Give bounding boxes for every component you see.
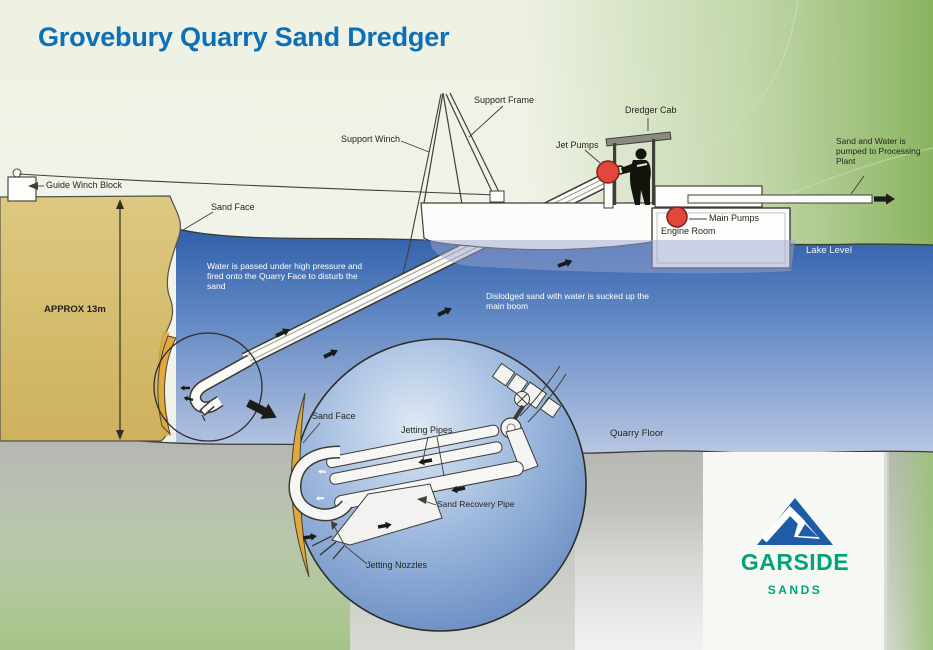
label-sand-face: Sand Face <box>211 202 255 212</box>
operator-figure <box>621 148 651 205</box>
cab-roof <box>605 131 672 147</box>
submerged-hull-tint <box>430 240 795 274</box>
label-approx-depth: APPROX 13m <box>44 304 106 315</box>
nozzle-manifold <box>331 483 443 546</box>
mast-leg <box>423 92 444 204</box>
contour-line <box>699 0 799 151</box>
boom-support-cables <box>519 365 567 423</box>
discharge-pipe <box>687 194 873 204</box>
depth-arrow-bottom <box>116 430 124 440</box>
guide-winch-block <box>7 176 37 202</box>
cab-post <box>652 139 656 205</box>
boom-head-detail <box>153 332 263 442</box>
logo-sands-text: SANDS <box>767 583 823 597</box>
mast-leg <box>442 92 463 205</box>
note-sand-suction: Dislodged sand with water is sucked up t… <box>486 291 650 312</box>
inset-label-sand-recovery-pipe: Sand Recovery Pipe <box>437 499 515 509</box>
label-jet-pumps: Jet Pumps <box>556 140 599 150</box>
jetting-pipe-1 <box>326 424 500 469</box>
floor-right-green <box>885 428 933 650</box>
jet-nozzle-lines <box>311 535 345 560</box>
small-circle-sand-crescent <box>157 335 177 436</box>
label-main-pumps: Main Pumps <box>709 213 760 223</box>
jet-spray-line <box>201 414 206 422</box>
note-water-jetting: Water is passed under high pressure and … <box>207 261 363 292</box>
leader-arrowhead <box>28 182 38 190</box>
anchor-cable <box>18 173 495 196</box>
leader-arrowhead <box>417 496 427 504</box>
support-frame-member <box>449 92 501 195</box>
logo-garside-text: GARSIDE <box>740 549 850 575</box>
inset-label-jetting-nozzles: Jetting Nozzles <box>366 560 428 570</box>
leader-lines <box>36 105 865 565</box>
label-quarry-floor: Quarry Floor <box>610 428 664 439</box>
floor-light-pocket <box>575 510 710 650</box>
small-detail-circle <box>153 332 263 442</box>
label-lake-level: Lake Level <box>806 245 852 256</box>
jetting-pipe-2 <box>329 441 503 485</box>
inset-label-sand-face: Sand Face <box>312 411 356 421</box>
logo-panel-bg <box>703 452 887 650</box>
garside-logo-icon <box>757 498 833 545</box>
leader-arrowhead <box>331 521 338 530</box>
logo-panel-shadow <box>884 452 889 650</box>
inset-label-jetting-pipes: Jetting Pipes <box>401 425 453 435</box>
label-processing-note: Sand and Water is pumped to Processing P… <box>836 136 921 167</box>
main-pump <box>666 206 688 228</box>
logo-panel <box>703 452 889 650</box>
sand-face-block <box>0 195 182 442</box>
pipe-connector <box>505 427 539 473</box>
inset-head-pipe <box>290 447 352 520</box>
depth-arrow-top <box>116 199 124 209</box>
head-nozzle <box>201 402 214 414</box>
operator-vest <box>636 163 648 167</box>
label-support-frame: Support Frame <box>474 95 535 105</box>
boom-pivot-block <box>489 190 505 203</box>
jet-pump <box>596 160 620 184</box>
inset-detail-circle <box>288 338 587 632</box>
diagram-title: Grovebury Quarry Sand Dredger <box>38 22 450 52</box>
winch-pulley <box>12 168 22 178</box>
label-engine-room: Engine Room <box>661 226 716 236</box>
label-dredger-cab: Dredger Cab <box>625 105 677 115</box>
label-guide-winch-block: Guide Winch Block <box>46 180 123 190</box>
label-support-winch: Support Winch <box>341 134 401 144</box>
support-frame-member <box>445 93 495 197</box>
inset-sand-crescent <box>291 392 310 578</box>
joint-link <box>512 404 525 422</box>
